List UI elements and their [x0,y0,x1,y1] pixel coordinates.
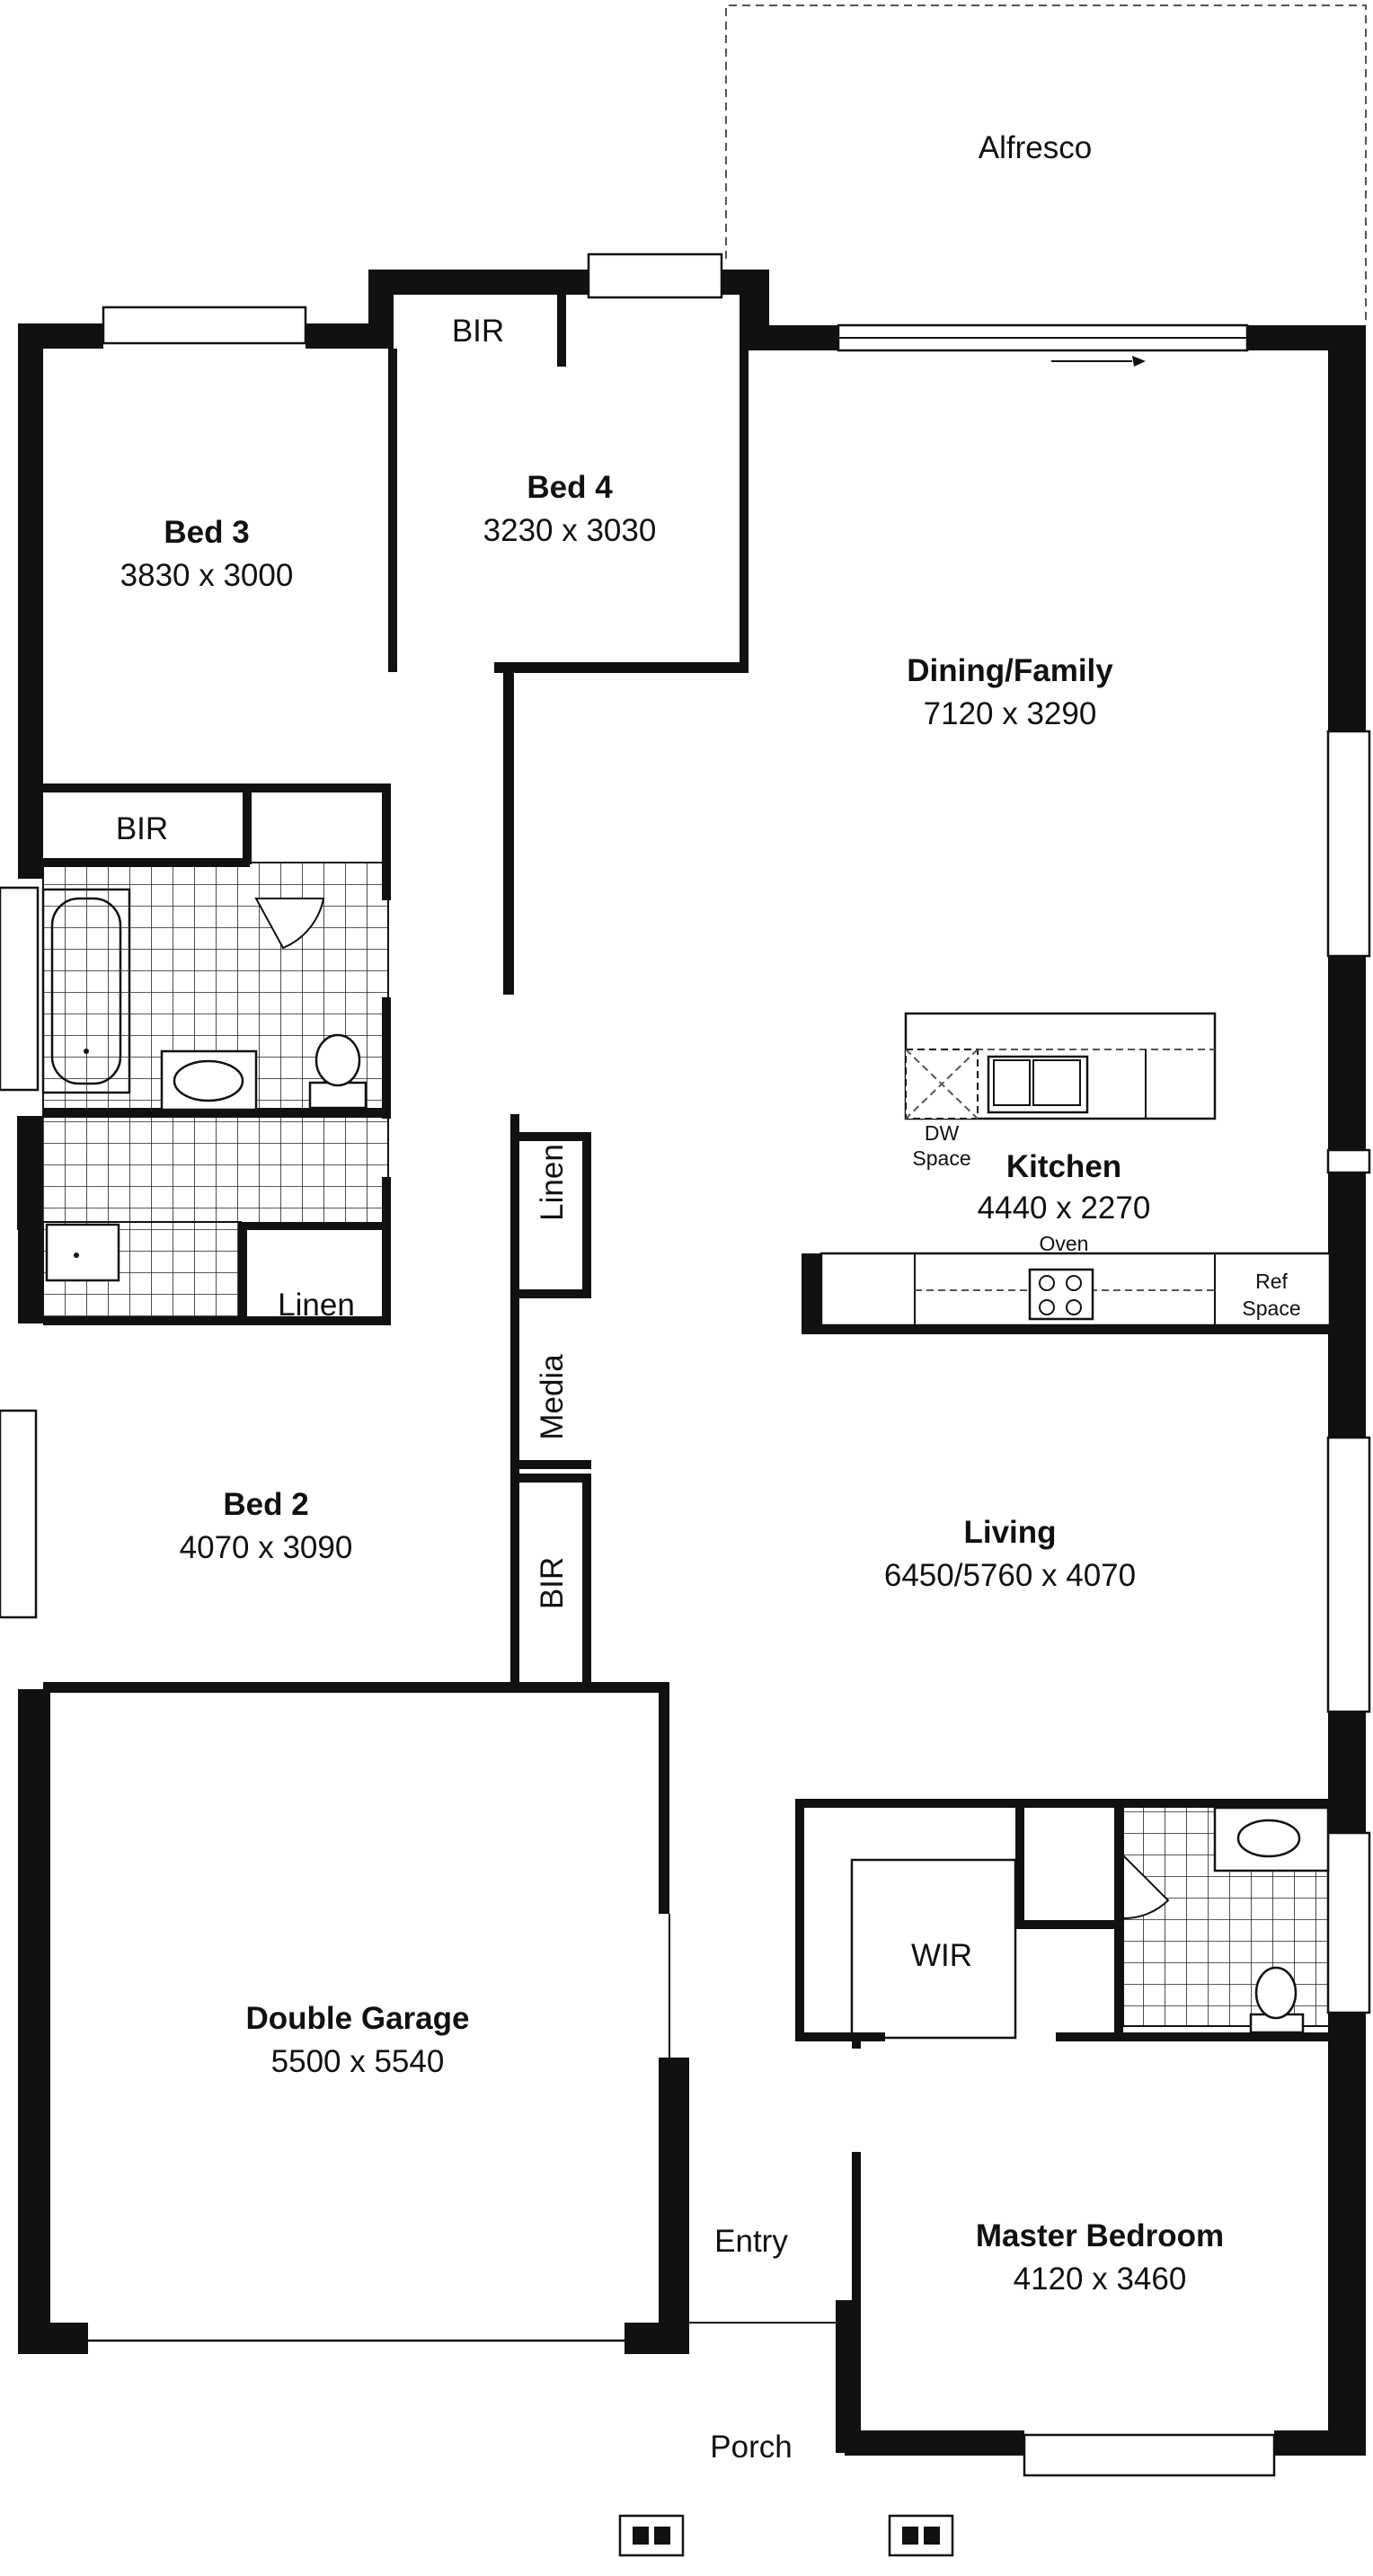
linen-upper-label: Linen [535,1144,570,1221]
bed2-name: Bed 2 [223,1487,308,1522]
bed4-dims: 3230 x 3030 [483,513,657,548]
dining-family-dims: 7120 x 3290 [924,696,1097,731]
living-name: Living [963,1515,1056,1550]
bir-side-label: BIR [535,1557,570,1609]
alfresco-area: Alfresco [725,4,1367,323]
ref-space-label-2: Space [1242,1297,1300,1320]
double-garage-name: Double Garage [246,2001,470,2036]
living-dims: 6450/5760 x 4070 [884,1558,1136,1593]
bed3-name: Bed 3 [164,515,249,550]
master-bedroom-name: Master Bedroom [976,2218,1224,2253]
dw-space-label-2: Space [912,1146,970,1170]
walls [18,270,1366,2456]
master-bedroom-dims: 4120 x 3460 [1014,2262,1187,2297]
wir-label: WIR [911,1938,972,1973]
windows [0,252,1371,2477]
tiled-areas [17,862,1331,2027]
bir-mid-label: BIR [116,811,168,846]
room-labels: BIR Bed 3 3830 x 3000 Bed 4 3230 x 3030 … [116,314,1301,2465]
alfresco-label: Alfresco [979,130,1092,165]
oven-label: Oven [1040,1232,1089,1255]
entry-label: Entry [714,2224,788,2259]
ref-space-label-1: Ref [1255,1270,1288,1293]
bed3-dims: 3830 x 3000 [120,558,294,593]
porch-label: Porch [710,2430,792,2465]
dw-space-label-1: DW [925,1121,960,1145]
kitchen-dims: 4440 x 2270 [978,1191,1151,1226]
kitchen-name: Kitchen [1006,1149,1121,1184]
fixtures [41,888,1332,2557]
bed2-dims: 4070 x 3090 [180,1530,353,1565]
bed4-name: Bed 4 [527,470,613,505]
dining-family-name: Dining/Family [907,653,1113,688]
media-label: Media [535,1354,570,1440]
linen-lower-label: Linen [278,1288,355,1323]
bir-top-label: BIR [452,314,504,349]
double-garage-dims: 5500 x 5540 [271,2044,445,2079]
